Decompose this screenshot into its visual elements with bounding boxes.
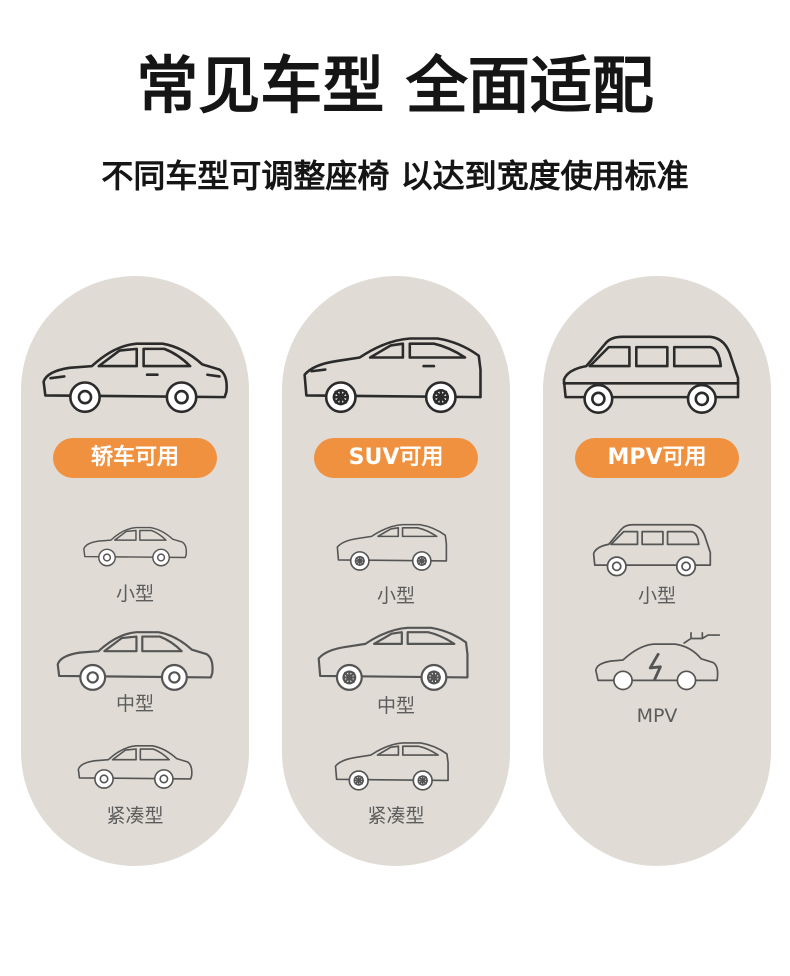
sedan-compact-caption: 紧凑型 bbox=[106, 805, 164, 827]
sedan-small-caption: 小型 bbox=[115, 583, 154, 605]
suv-badge: SUV可用 bbox=[314, 438, 478, 478]
sedan-badge: 轿车可用 bbox=[53, 438, 217, 478]
suv-compact-caption: 紧凑型 bbox=[367, 805, 425, 827]
suv-small-caption: 小型 bbox=[376, 585, 415, 607]
van-small-icon bbox=[592, 523, 712, 577]
suv-small-icon bbox=[336, 523, 448, 571]
mpv-caption: MPV bbox=[636, 705, 678, 727]
page-title: 常见车型 全面适配 bbox=[136, 49, 654, 122]
sedan-column: 轿车可用 小型 中型 紧凑型 bbox=[21, 276, 249, 866]
sedan-icon bbox=[42, 342, 228, 414]
sedan-small-icon bbox=[83, 526, 188, 567]
van-small-caption: 小型 bbox=[637, 585, 676, 607]
suv-column: SUV可用 小型 中型 紧凑型 bbox=[282, 276, 510, 866]
sedan-medium-caption: 中型 bbox=[115, 693, 154, 715]
sedan-medium-icon bbox=[56, 631, 214, 691]
suv-medium-icon bbox=[317, 626, 469, 691]
mpv-column: MPV可用 小型 MPV bbox=[543, 276, 771, 866]
suv-icon bbox=[303, 337, 482, 414]
sedan-compact-icon bbox=[77, 745, 193, 789]
page-subtitle: 不同车型可调整座椅 以达到宽度使用标准 bbox=[101, 157, 689, 195]
electric-car-icon bbox=[594, 631, 721, 691]
mpv-badge: MPV可用 bbox=[575, 438, 739, 478]
suv-compact-icon bbox=[334, 742, 449, 791]
van-icon bbox=[562, 335, 740, 414]
suv-medium-caption: 中型 bbox=[376, 695, 415, 717]
